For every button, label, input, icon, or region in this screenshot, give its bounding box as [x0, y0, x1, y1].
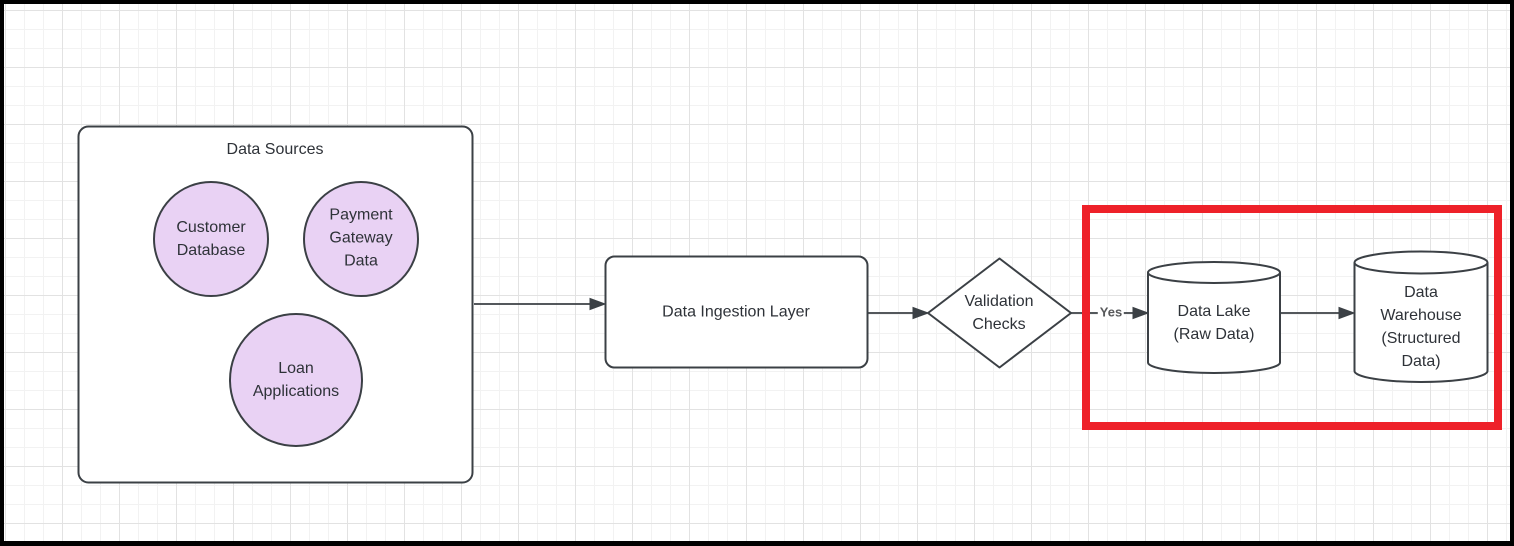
data-ingestion-rect	[604, 255, 869, 369]
arrow-ingestion-to-validation	[868, 306, 930, 320]
payment-gateway-label: Payment Gateway Data	[329, 206, 393, 270]
arrow-lake-to-warehouse	[1280, 306, 1356, 320]
data-lake-label: Data Lake (Raw Data)	[1173, 303, 1255, 343]
payment-gateway-circle	[303, 181, 419, 297]
data-sources-title: Data Sources	[226, 141, 324, 158]
customer-database-circle	[153, 181, 269, 297]
data-ingestion-label: Data Ingestion Layer	[662, 303, 810, 321]
loan-applications-circle	[229, 313, 363, 447]
arrow-sources-to-ingestion	[474, 297, 607, 311]
loan-applications-label: Loan Applications	[252, 360, 340, 400]
yes-edge-label: Yes	[1097, 304, 1125, 320]
customer-database-label: Customer Database	[176, 219, 246, 259]
data-warehouse-label: Data Warehouse (Structured Data)	[1380, 284, 1462, 370]
data-lake-cylinder	[1147, 261, 1281, 374]
highlight-rectangle	[1082, 205, 1502, 430]
validation-checks-label: Validation Checks	[964, 293, 1034, 333]
data-warehouse-cylinder	[1353, 250, 1489, 383]
